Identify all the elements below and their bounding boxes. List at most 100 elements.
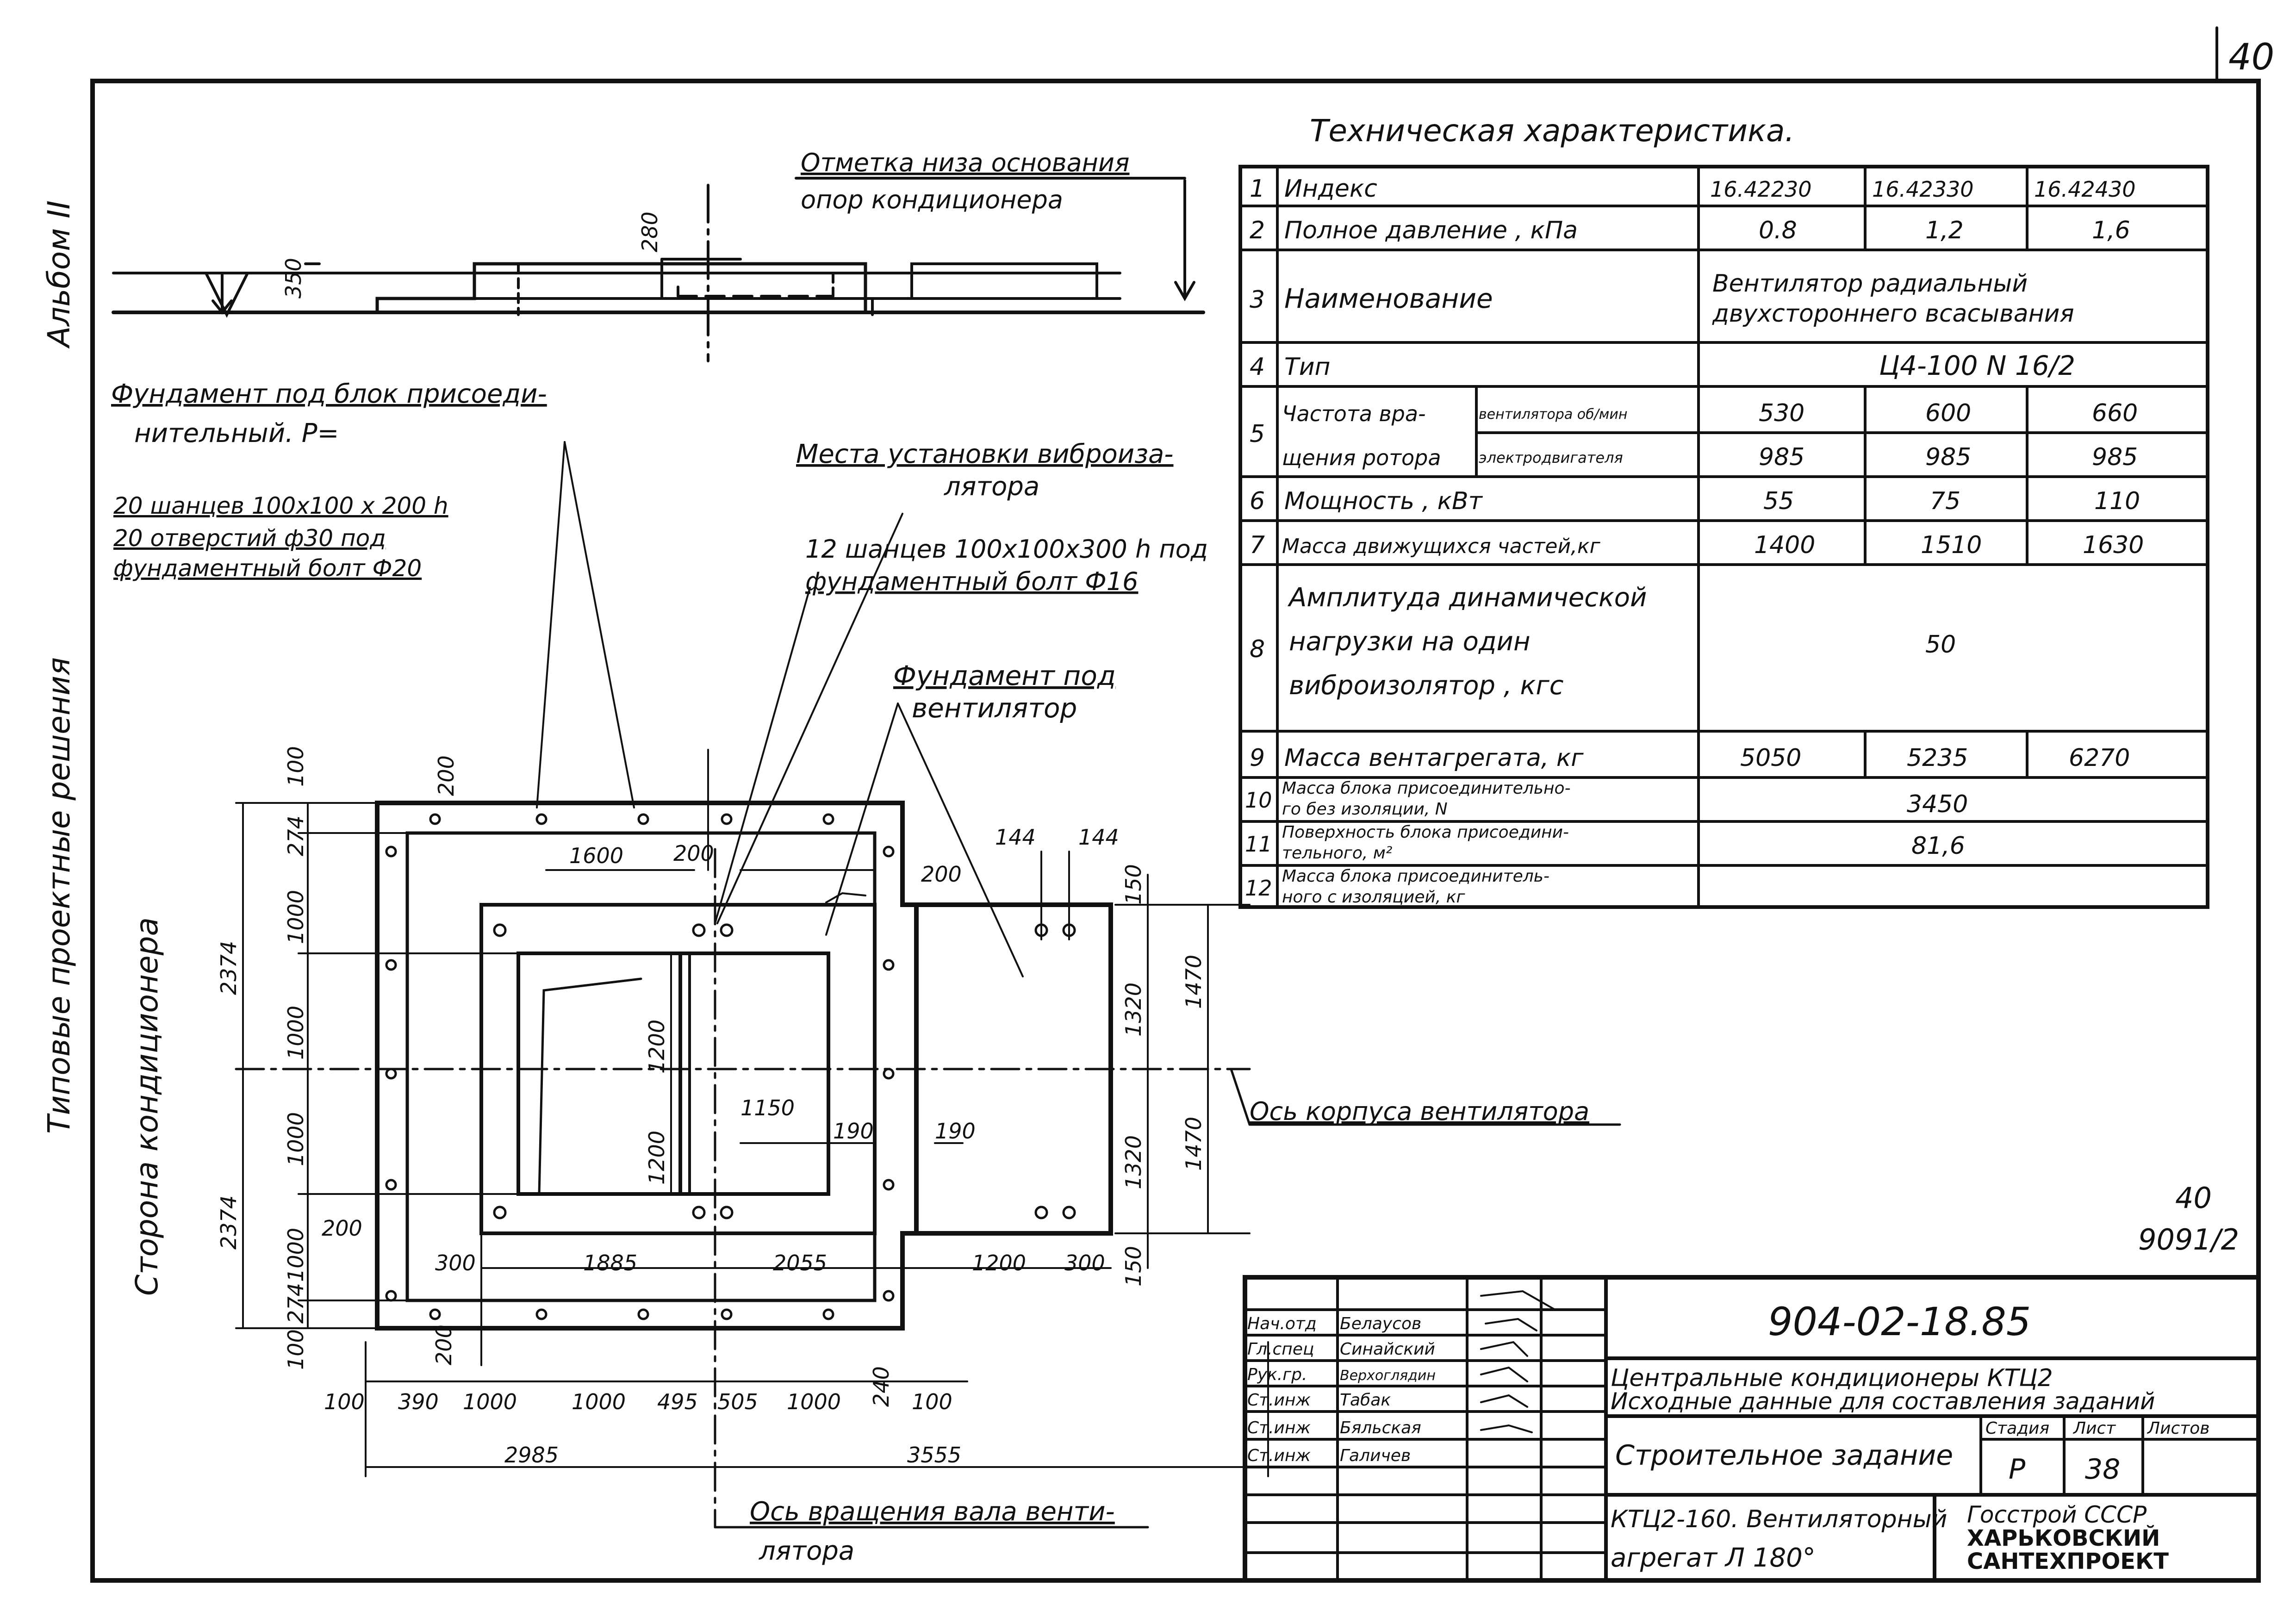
dim-bottom-505: 505 [717, 1389, 758, 1414]
spec-row-2-n: 2 [1250, 217, 1265, 244]
spec-row-5-b3: 985 [2092, 443, 2138, 471]
dim-350: 350 [281, 258, 306, 298]
spec-row-12-n: 12 [1245, 876, 1272, 901]
spec-row-11-label-1: Поверхность блока присоедини- [1282, 823, 1569, 842]
spec-row-7-label: Масса движущихся частей,кг [1282, 535, 1601, 558]
base-mark-label-2: опор кондиционера [801, 185, 1063, 214]
spec-row-5-sub-1: вентилятора об/мин [1479, 406, 1627, 423]
dim-1000-c: 1000 [283, 1112, 308, 1166]
spec-row-8-n: 8 [1250, 635, 1265, 663]
title-block-grid [1243, 1275, 2261, 1583]
spec-row-3-value-1: Вентилятор радиальный [1712, 270, 2028, 298]
spec-row-9-label: Масса вентагрегата, кг [1284, 744, 1584, 772]
spec-row-9-v3: 6270 [2069, 744, 2130, 772]
spec-title: Техническая характеристика. [1310, 113, 1794, 149]
dim-1150: 1150 [740, 1095, 795, 1120]
stamp-role-2: Гл.спец [1247, 1340, 1314, 1359]
spec-table-grid [1238, 165, 2209, 909]
base-mark-label: Отметка низа основания [801, 148, 1130, 177]
task-title: Строительное задание [1615, 1439, 1953, 1472]
dim-144-a: 144 [995, 825, 1036, 850]
spec-row-3-value-2: двухстороннего всасывания [1712, 300, 2074, 328]
dim-1200-c: 1200 [972, 1250, 1026, 1275]
spec-row-5-a3: 660 [2092, 399, 2138, 427]
spec-row-1-v2: 16.42330 [1872, 177, 1974, 202]
series-label: Типовые проектные решения [41, 657, 77, 1134]
dim-100-top: 100 [283, 746, 308, 787]
unit-title-2: агрегат Л 180° [1611, 1543, 1816, 1573]
spec-row-8-value: 50 [1925, 631, 1956, 659]
stamp-role-1: Нач.отд [1247, 1314, 1317, 1333]
dim-2374-upper: 2374 [216, 941, 241, 995]
dim-1000-d: 1000 [283, 1228, 308, 1282]
spec-row-5-b1: 985 [1759, 443, 1804, 471]
dim-190-a: 190 [833, 1119, 874, 1144]
stamp-title-1: Центральные кондиционеры КТЦ2 [1611, 1364, 2053, 1392]
spec-row-10-value: 3450 [1907, 790, 1968, 818]
album-label: Альбом II [41, 200, 77, 349]
dim-bottom-390: 390 [398, 1389, 439, 1414]
dim-200-top: 200 [434, 755, 459, 796]
stamp-role-5: Ст.инж [1247, 1418, 1311, 1437]
stage-label: Стадия [1985, 1419, 2049, 1438]
stamp-role-6: Ст.инж [1247, 1446, 1311, 1465]
dim-2985: 2985 [504, 1443, 559, 1468]
holes12-label-2: фундаментный болт Ф16 [805, 567, 1138, 596]
dim-1320-b: 1320 [1121, 1135, 1146, 1189]
spec-row-5-sub-2: электродвигателя [1479, 449, 1623, 466]
stamp-name-6: Галичев [1340, 1446, 1411, 1465]
dim-bottom-100-a: 100 [324, 1389, 365, 1414]
page-number: 40 [2228, 37, 2274, 78]
dim-1470-a: 1470 [1181, 955, 1206, 1009]
dim-150-top: 150 [1121, 864, 1146, 905]
anchor-holes [385, 813, 1076, 1320]
spec-row-5-a1: 530 [1759, 399, 1804, 427]
spec-row-12-label-2: ного с изоляцией, кг [1282, 888, 1465, 907]
sheet-ref-code: 9091/2 [2138, 1223, 2239, 1256]
spec-row-2-v1: 0.8 [1759, 217, 1797, 244]
dim-1000-a: 1000 [283, 890, 308, 944]
holes20-label: 20 шанцев 100х100 х 200 h [113, 492, 448, 519]
sheets-label: Листов [2147, 1419, 2209, 1438]
spec-row-1-v3: 16.42430 [2034, 177, 2136, 202]
foundation-fan-label-2: вентилятор [912, 692, 1077, 724]
dim-300-left: 300 [435, 1250, 476, 1275]
dim-274-top: 274 [283, 815, 308, 856]
spec-row-8-label-3: виброизолятор , кгс [1289, 671, 1564, 701]
shaft-axis-label-2: лятора [759, 1536, 854, 1566]
fan-axis-label: Ось корпуса вентилятора [1250, 1097, 1589, 1126]
spec-row-10-label-1: Масса блока присоединительно- [1282, 779, 1571, 798]
org-name-2: ХАРЬКОВСКИЙ [1967, 1525, 2160, 1551]
spec-row-5-n: 5 [1250, 420, 1265, 448]
dimension-lines [235, 749, 1269, 1477]
spec-row-7-v3: 1630 [2083, 531, 2144, 559]
spec-row-6-label: Мощность , кВт [1284, 487, 1483, 515]
foundation-block-label: Фундамент под блок присоеди- [111, 379, 547, 409]
dim-3555: 3555 [907, 1443, 961, 1468]
sheet-label: Лист [2072, 1419, 2116, 1438]
org-name-3: САНТЕХПРОЕКТ [1967, 1548, 2169, 1574]
spec-row-5-label-1: Частота вра- [1282, 401, 1426, 426]
spec-row-6-v1: 55 [1763, 487, 1794, 515]
spec-row-4-label: Тип [1284, 353, 1331, 381]
stamp-name-2: Синайский [1340, 1340, 1435, 1359]
doc-number: 904-02-18.85 [1768, 1299, 2031, 1344]
dim-200-mid: 200 [673, 841, 714, 866]
stamp-name-4: Табак [1340, 1391, 1391, 1410]
sheet-value: 38 [2085, 1453, 2120, 1486]
dim-2055: 2055 [773, 1250, 827, 1275]
dim-1200-a: 1200 [644, 1020, 669, 1074]
spec-row-10-n: 10 [1245, 788, 1272, 813]
stamp-name-5: Бяльская [1340, 1418, 1421, 1437]
foundation-block-label-2: нительный. Р= [134, 418, 339, 448]
dim-bottom-1000-b: 1000 [572, 1389, 626, 1414]
holes20-label-2: 20 отверстий ф30 под [113, 525, 386, 552]
dim-bottom-1000-c: 1000 [787, 1389, 841, 1414]
dim-150-bottom: 150 [1121, 1246, 1146, 1287]
foundation-section [112, 177, 1205, 362]
stage-value: Р [2009, 1453, 2026, 1486]
shaft-axis-label: Ось вращения вала венти- [750, 1497, 1115, 1527]
dim-200-right: 200 [921, 862, 962, 887]
spec-row-2-v3: 1,6 [2092, 217, 2130, 244]
spec-row-4-value: Ц4-100 N 16/2 [1879, 350, 2075, 381]
